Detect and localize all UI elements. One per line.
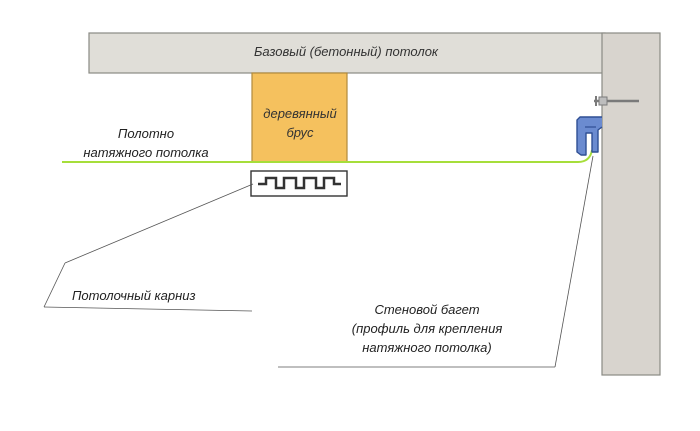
- wall-anchor-screw: [594, 96, 639, 106]
- concrete-ceiling-slab: [88, 32, 606, 74]
- baguette-label-line1: Стеновой багет: [374, 302, 480, 317]
- baguette-label-line3: натяжного потолка): [362, 340, 492, 355]
- membrane-label: Полотно натяжного потолка: [56, 124, 236, 162]
- wall: [601, 32, 661, 376]
- wooden-beam: [251, 72, 348, 163]
- wall-baguette-profile: [576, 116, 603, 156]
- beam-label: деревянный брус: [252, 104, 348, 142]
- baguette-label-line2: (профиль для крепления: [351, 321, 503, 336]
- ceiling-label: Базовый (бетонный) потолок: [253, 44, 439, 59]
- cornice-label: Потолочный карниз: [72, 288, 196, 303]
- beam-label-line2: брус: [286, 125, 314, 140]
- baguette-leader-line: [278, 155, 594, 368]
- cornice-leader-line: [43, 183, 254, 312]
- beam-label-line1: деревянный: [263, 106, 337, 121]
- membrane-label-line1: Полотно: [117, 126, 175, 141]
- ceiling-cornice-profile: [250, 170, 348, 197]
- membrane-label-line2: натяжного потолка: [83, 145, 209, 160]
- baguette-label: Стеновой багет (профиль для крепления на…: [300, 300, 554, 357]
